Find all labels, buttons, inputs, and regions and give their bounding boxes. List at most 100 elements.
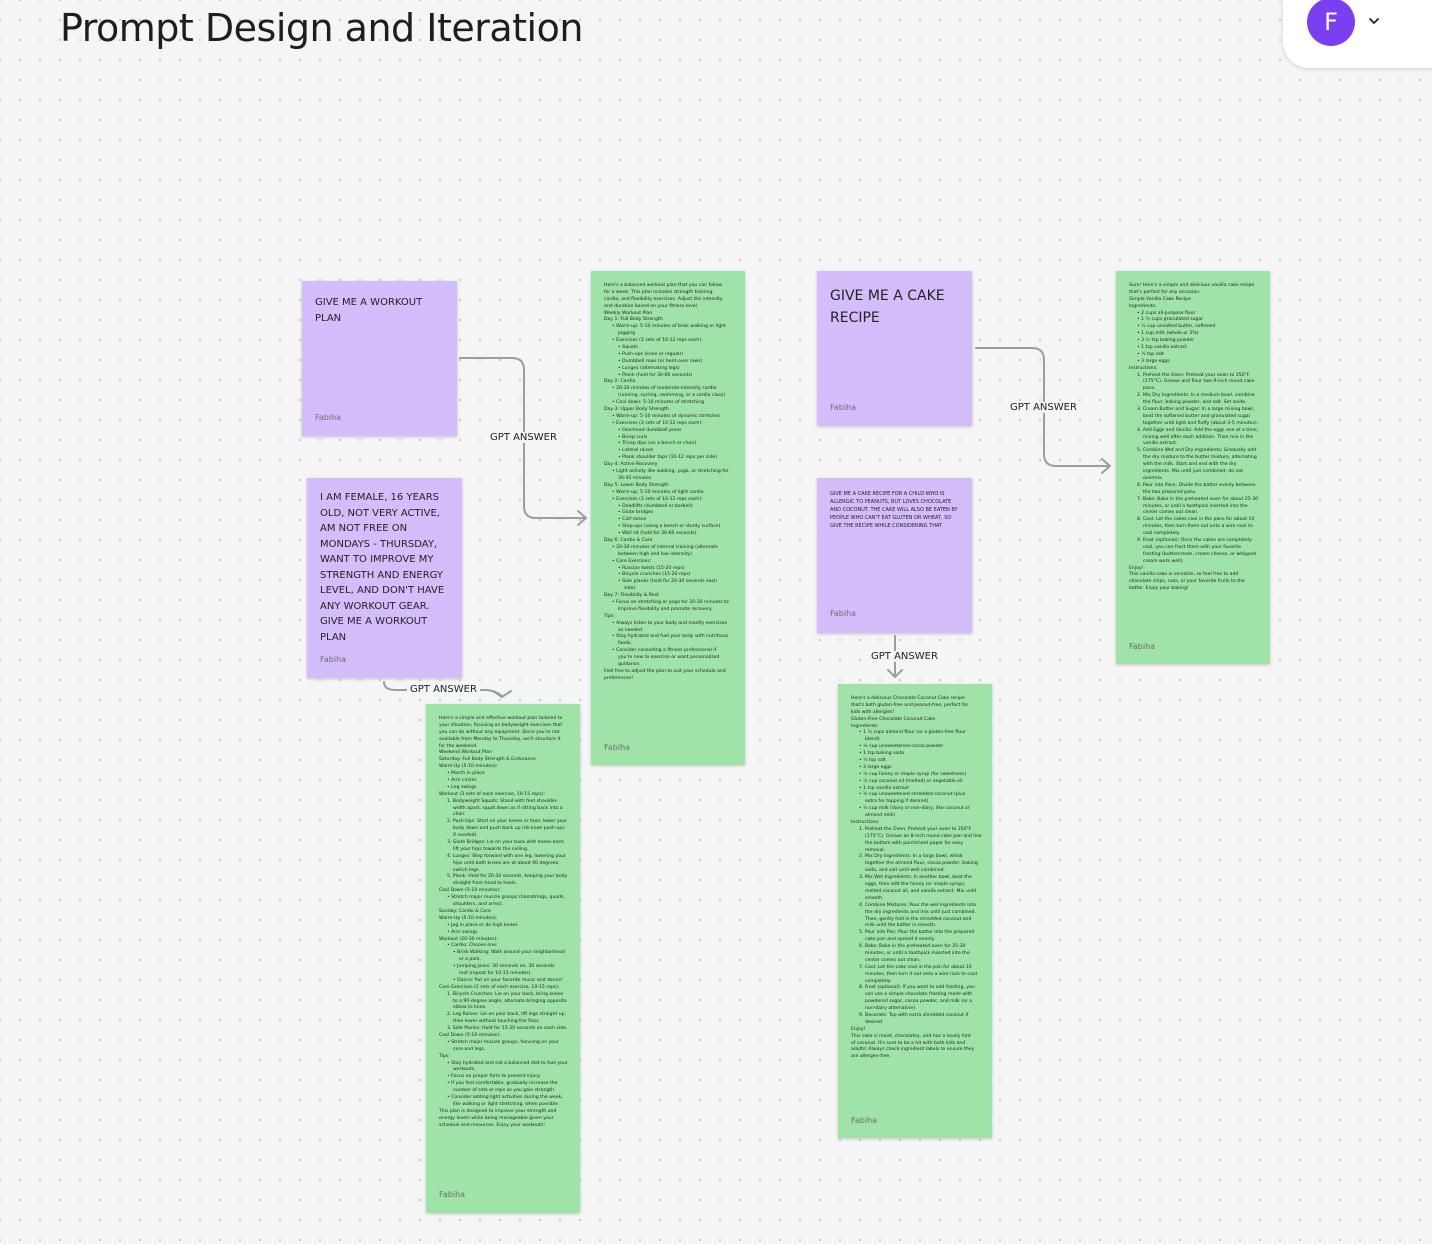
note-line: 2. Leg Raises: Lie on your back, lift le… (447, 1012, 567, 1018)
connector-workout-arrowhead (577, 510, 587, 526)
note-line: • 20-30 minutes of moderate-intensity ca… (612, 386, 717, 392)
note-line: Cool Down (5-10 minutes): (439, 888, 501, 894)
note-line: 5. Plank: Hold for 20-30 seconds, keepin… (447, 874, 568, 880)
note-line: • 2 cups all-purpose flour (1137, 310, 1196, 316)
note-line: • Light activity like walking, yoga, or … (612, 469, 729, 475)
note-author: Fabiha (851, 1116, 878, 1125)
note-line: 6. Bake: Bake in the preheated oven for … (859, 944, 966, 950)
note-line: preferences! (604, 675, 634, 681)
account-menu[interactable]: F (1283, 0, 1432, 68)
note-line: • Exercises (3 sets of 10-12 reps each): (612, 496, 703, 502)
connector-label-gpt-answer: GPT ANSWER (868, 651, 941, 662)
note-line: completely. (865, 978, 892, 984)
note-line: the dry ingredients and mix until just c… (865, 909, 976, 915)
sticky-note-workout-answer-detailed[interactable]: Here's a simple and effective workout pl… (426, 704, 580, 1213)
note-line: • Brisk Walking: Walk around your neighb… (453, 950, 565, 956)
note-line: for the weekend. (439, 743, 478, 749)
connector-label-gpt-answer: GPT ANSWER (487, 432, 560, 443)
note-line: you're new to exercise or want personali… (618, 655, 720, 661)
sticky-note-workout-prompt[interactable]: GIVE ME A WORKOUT PLAN Fabiha (302, 281, 457, 436)
note-line: Simple Vanilla Cake Recipe (1129, 296, 1191, 302)
connector-cake-arrowhead (1101, 458, 1111, 474)
note-line: • Warm-up: 5-10 minutes of light cardio (612, 489, 704, 495)
note-line: cardio, and flexibility exercises. Adjus… (604, 296, 723, 302)
note-line: • 1 cup milk (whole or 2%) (1137, 331, 1199, 337)
note-line: (175°C). Grease and flour two 9-inch rou… (1143, 379, 1255, 385)
note-line: rest (repeat for 10-15 minutes). (459, 970, 532, 976)
note-line: • Warm-up: 5-10 minutes of brisk walking… (612, 324, 726, 330)
note-line: together the almond flour, cocoa powder,… (865, 861, 978, 867)
note-line: almond milk) (865, 813, 896, 819)
note-line: Workout (20-30 minutes): (439, 936, 498, 942)
note-line: 4. Combine Mixtures: Pour the wet ingred… (859, 902, 977, 908)
sticky-note-cake-prompt[interactable]: GIVE ME A CAKE RECIPE Fabiha (817, 271, 972, 426)
note-line: (running, cycling, swimming, or a cardio… (618, 393, 726, 399)
note-line: adults! Always check ingredient labels t… (851, 1047, 975, 1053)
note-line: Ingredients: (851, 723, 879, 729)
sticky-note-workout-prompt-detailed[interactable]: I AM FEMALE, 16 YEARS OLD, NOT VERY ACTI… (307, 478, 462, 678)
note-line: This plan is designed to improve your st… (439, 1108, 557, 1114)
note-line: number of sets or reps as you gain stren… (453, 1088, 556, 1094)
note-line: • Stretch major muscle groups (hamstring… (447, 895, 565, 901)
note-author: Fabiha (604, 743, 631, 752)
note-line: Day 1: Full Body Strength (604, 317, 663, 323)
note-line: Enjoy! (851, 1026, 866, 1032)
note-line: schedule and resources. Enjoy your worko… (439, 1122, 545, 1128)
note-line: core and legs. (453, 1046, 486, 1052)
note-line: batter. Enjoy your baking! (1129, 586, 1189, 592)
note-line: • Arm swings (447, 929, 478, 935)
note-line: beat the softened butter and granulated … (1143, 413, 1251, 419)
note-line: This vanilla cake is versatile, so feel … (1129, 572, 1239, 578)
note-line: 2. Push-Ups: Start on your knees or toes… (447, 819, 568, 825)
note-line: or a park. (459, 957, 482, 963)
note-line: (175°C). Grease an 8-inch round cake pan… (865, 833, 982, 839)
note-line: if needed). (453, 833, 478, 839)
note-line: • Dance: Put on your favorite music and … (453, 977, 563, 983)
note-line: • Calf raises (618, 517, 647, 523)
sticky-note-cake-answer-detailed[interactable]: Here's a delicious Chocolate Coconut Cak… (838, 684, 992, 1138)
note-line: straight from head to heels. (453, 881, 518, 887)
note-line: • Focus on stretching or yoga for 20-30 … (612, 599, 729, 605)
note-line: 8. Cool: Let the cakes cool in the pans … (1137, 517, 1255, 523)
note-line: kids with allergies! (851, 709, 895, 715)
note-line: cream work well). (1143, 558, 1184, 564)
note-line: between high and low intensity) (618, 551, 692, 557)
note-line: Day 6: Cardio & Core (604, 537, 653, 543)
note-line: Sunday: Cardio & Core (439, 908, 491, 914)
note-line: • Plank (hold for 30-60 seconds) (618, 372, 693, 378)
sticky-note-workout-answer[interactable]: Here's a balanced workout plan that you … (591, 271, 745, 765)
note-line: • Plank shoulder taps (10-12 reps per si… (618, 455, 718, 461)
note-line: • Glute bridges (618, 510, 654, 516)
note-line: that's perfect for any occasion. (1129, 289, 1201, 295)
note-line: 5. Pour into Pan: Pour the batter into t… (859, 930, 975, 936)
note-line: 2. Mix Dry Ingredients: In a large bowl,… (859, 854, 963, 860)
note-line: • Lateral raises (618, 448, 654, 454)
note-line: • Russian twists (15-20 reps) (618, 565, 685, 571)
sticky-note-cake-answer[interactable]: Sure! Here's a simple and delicious vani… (1116, 271, 1270, 664)
note-line: improve flexibility and promote recovery… (618, 606, 713, 612)
chevron-down-icon[interactable] (1367, 14, 1381, 28)
note-line: to a 90-degree angle, alternate bringing… (453, 998, 567, 1004)
note-line: 3. Side Planks: Hold for 15-30 seconds o… (447, 1026, 568, 1032)
note-line: 7. Bake: Bake in the preheated oven for … (1137, 496, 1259, 502)
note-line: • ½ tsp salt (859, 758, 886, 764)
note-line: • 1 ½ cups almond flour (or a gluten-fre… (859, 730, 966, 736)
note-text: Here's a delicious Chocolate Coconut Cak… (851, 696, 983, 1061)
note-line: • ½ cup unsalted butter, softened (1137, 324, 1216, 330)
note-line: energy levels while being manageable giv… (439, 1115, 554, 1121)
note-text: I AM FEMALE, 16 YEARS OLD, NOT VERY ACTI… (320, 492, 445, 643)
note-line: • Bicep curls (618, 434, 648, 440)
note-text: Sure! Here's a simple and delicious vani… (1129, 283, 1261, 593)
note-line: blend) (865, 737, 880, 743)
sticky-note-cake-prompt-detailed[interactable]: GIVE ME A CAKE RECIPE FOR A CHILD WHO IS… (817, 478, 972, 633)
note-line: 3. Mix Wet Ingredients: In another bowl,… (859, 875, 972, 881)
note-line: • ½ cup milk (dairy or non-dairy, like c… (859, 806, 970, 812)
note-line: then lower without touching the floor. (453, 1019, 540, 1025)
board-title: Prompt Design and Iteration (60, 6, 583, 50)
note-line: as needed. (618, 627, 644, 633)
note-author: Fabiha (439, 1190, 466, 1199)
user-avatar[interactable]: F (1307, 0, 1355, 46)
note-line: • Arm circles (447, 778, 477, 784)
note-author: Fabiha (830, 403, 857, 412)
note-line: minutes, then turn it out onto a wire ra… (865, 971, 977, 977)
